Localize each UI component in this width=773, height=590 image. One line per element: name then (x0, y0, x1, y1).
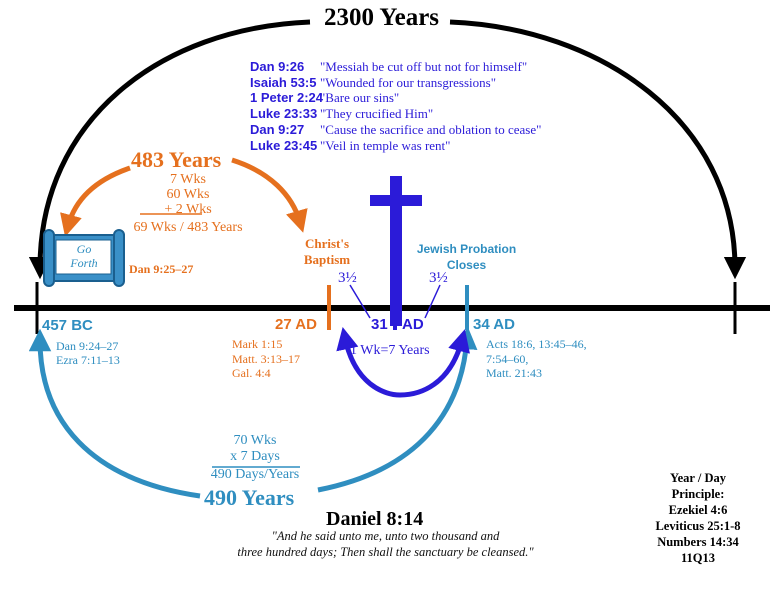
arc-2300-years (28, 19, 311, 280)
verse-row: Isaiah 53:5"Wounded for our transgressio… (250, 74, 497, 90)
date-457-bc: 457 BC (42, 317, 93, 334)
verse-row: Luke 23:33"They crucified Him" (250, 106, 434, 122)
baptism-label: Christ's Baptism (303, 236, 351, 267)
refs-34-ad: Acts 18:6, 13:45–46, 7:54–60, Matt. 21:4… (486, 337, 587, 380)
arc-483-years (60, 165, 131, 237)
scroll-icon (43, 229, 125, 287)
span-483-breakdown: 7 Wks 60 Wks + 2 Wks 69 Wks / 483 Years (133, 172, 243, 235)
date-34-ad: 34 AD (473, 316, 515, 333)
verse-row: Dan 9:27"Cause the sacrifice and oblatio… (250, 121, 542, 137)
verse-list: Dan 9:26"Messiah be cut off but not for … (250, 59, 541, 153)
scroll-ref: Dan 9:25–27 (129, 262, 194, 276)
span-490-heading: 490 Years (204, 485, 295, 510)
verse-row: 1 Peter 2:24"Bare our sins" (250, 90, 400, 106)
date-31-number: 31 (371, 316, 388, 333)
half-pointer-left (349, 284, 371, 319)
verse-row: Dan 9:26"Messiah be cut off but not for … (250, 59, 528, 74)
date-27-ad: 27 AD (275, 316, 317, 333)
probation-label: Jewish Probation Closes (416, 242, 517, 272)
arc-483-years-right (231, 157, 308, 233)
span-490-breakdown: 70 Wks x 7 Days 490 Days/Years (210, 433, 300, 482)
span-483-heading: 483 Years (131, 147, 222, 172)
year-day-principle: Year / Day Principle: Ezekiel 4:6 Leviti… (655, 471, 741, 565)
cross-icon (390, 176, 402, 326)
half-week-left: 3½ (338, 270, 357, 286)
half-week-right: 3½ (429, 270, 448, 286)
date-31-suffix: AD (402, 316, 424, 333)
verse-row: Luke 23:45"Veil in temple was rent" (250, 137, 451, 153)
refs-457-bc: Dan 9:24–27 Ezra 7:11–13 (56, 339, 120, 367)
one-week-label: 1 Wk=7 Years (350, 343, 430, 358)
cross-icon-bar (370, 195, 422, 206)
daniel-quote: "And he said unto me, unto two thousand … (237, 529, 534, 559)
arc-490-years (28, 328, 201, 499)
daniel-title: Daniel 8:14 (326, 508, 424, 530)
title-2300-years: 2300 Years (324, 4, 440, 31)
arc-490-years-right (317, 326, 478, 493)
arc-one-week (336, 326, 470, 398)
scroll-label: Go Forth (70, 242, 98, 270)
refs-27-ad: Mark 1:15 Matt. 3:13–17 Gal. 4:4 (232, 337, 300, 380)
arc-2300-years-right (449, 19, 747, 280)
half-pointer-right (424, 284, 441, 319)
